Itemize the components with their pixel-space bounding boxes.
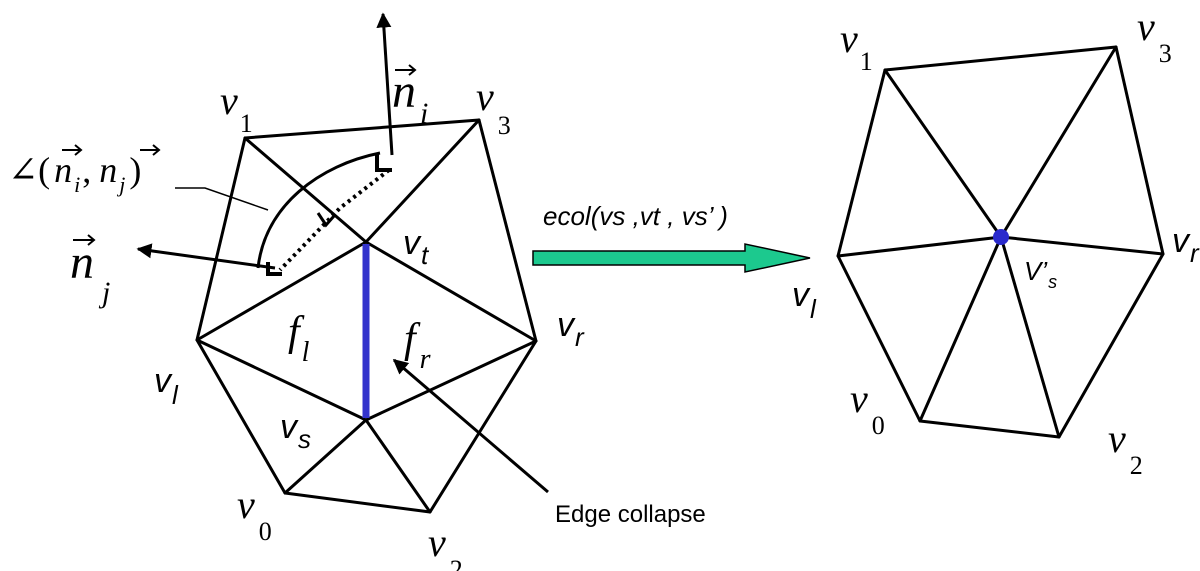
label-right-v0: v0 xyxy=(850,376,885,440)
edge-v1-vt xyxy=(243,136,368,244)
normal-nj-arrow xyxy=(136,243,276,270)
label-left-v2: v2 xyxy=(428,520,463,571)
edge-vt-vr xyxy=(364,240,538,343)
dotted-angle-line xyxy=(278,168,391,272)
angle-arc xyxy=(256,151,381,269)
spoke-v2 xyxy=(999,235,1061,439)
label-angle: ∠(ni,nj) xyxy=(8,144,161,197)
label-new-vertex: V’s xyxy=(1024,256,1057,292)
right-angle-marker-mid xyxy=(316,212,336,228)
label-right-v3: v3 xyxy=(1137,4,1172,68)
label-left-v0: v0 xyxy=(237,482,272,546)
label-vs: vs xyxy=(280,408,311,454)
label-face-fl: fl xyxy=(288,309,310,368)
edge-vl-vs xyxy=(195,338,368,422)
spoke-vl xyxy=(836,235,1003,258)
spoke-v1 xyxy=(883,68,1003,239)
right-angle-marker-nj xyxy=(266,262,282,276)
label-right-v1: v1 xyxy=(840,16,873,76)
label-left-vl: vl xyxy=(154,362,179,410)
label-vt: vt xyxy=(403,224,430,270)
edge-collapse-pointer xyxy=(392,358,549,494)
right-angle-marker-ni xyxy=(375,154,392,172)
spoke-v3 xyxy=(999,45,1118,239)
label-left-v1: v1 xyxy=(220,78,253,138)
new-vertex-dot xyxy=(993,229,1009,245)
edge-vs-vr xyxy=(364,339,538,422)
normal-ni-arrow xyxy=(376,12,394,156)
edge-vs-v0 xyxy=(283,418,368,495)
left-mesh xyxy=(136,12,549,514)
label-vr: vr xyxy=(557,306,585,352)
label-nj: nj xyxy=(70,234,110,309)
label-right-v2: v2 xyxy=(1108,416,1143,480)
vector-arrow-icon xyxy=(73,234,96,246)
label-right-vr: vr xyxy=(1172,222,1200,268)
spoke-v0 xyxy=(918,235,1003,423)
angle-leader-line xyxy=(175,187,269,211)
svg-text:nj: nj xyxy=(70,236,110,309)
svg-text:∠(ni,nj): ∠(ni,nj) xyxy=(8,150,141,197)
collapse-arrow-icon xyxy=(532,243,811,273)
spoke-vr xyxy=(999,235,1165,256)
label-right-vl: vl xyxy=(792,276,817,324)
label-left-v3: v3 xyxy=(476,74,511,140)
operation-label: ecol(vs ,vt , vs’ ) xyxy=(543,201,728,231)
edge-v3-vt xyxy=(364,118,481,244)
vector-arrow-icon xyxy=(62,144,83,156)
edge-vl-vt xyxy=(195,240,368,342)
operation-arrow: ecol(vs ,vt , vs’ ) xyxy=(532,201,811,273)
svg-text:ni: ni xyxy=(392,65,428,130)
vector-arrow-icon xyxy=(140,144,161,156)
right-mesh xyxy=(836,45,1165,439)
right-labels: v1 v3 v0 v2 vl vr V’s xyxy=(792,4,1200,480)
edge-vs-v2 xyxy=(364,418,432,514)
label-edge-collapse: Edge collapse xyxy=(555,501,706,528)
vector-arrow-icon xyxy=(395,64,417,76)
